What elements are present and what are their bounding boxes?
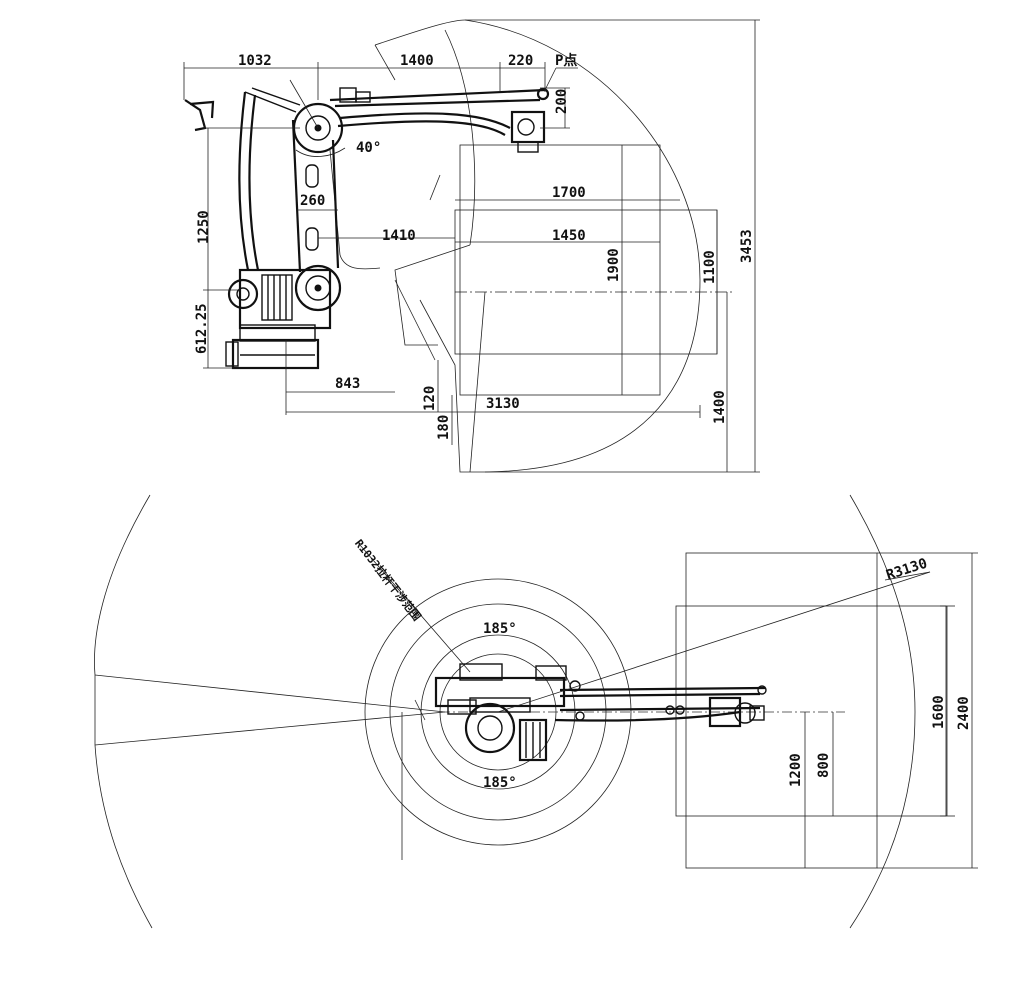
lower-joint — [294, 264, 342, 312]
dim-1200: 1200 — [788, 753, 804, 787]
dim-2400: 2400 — [956, 696, 972, 730]
side-dimension-labels: 1032 1400 220 P点 200 40° 260 1250 1410 1… — [194, 52, 755, 440]
wrist — [510, 110, 546, 144]
dim-1032: 1032 — [238, 53, 272, 69]
dim-120: 120 — [422, 386, 438, 411]
dim-220: 220 — [508, 53, 533, 69]
robot-base — [231, 338, 320, 370]
top-dimension-lines — [359, 544, 978, 869]
dim-1900: 1900 — [606, 248, 622, 282]
angle-185-bottom: 185° — [483, 775, 517, 791]
dim-1400-top: 1400 — [400, 53, 434, 69]
side-dimension-lines — [183, 19, 760, 473]
top-robot-arm — [434, 663, 767, 762]
side-view: 1032 1400 220 P点 200 40° 260 1250 1410 1… — [183, 19, 760, 473]
dim-3453: 3453 — [739, 229, 755, 263]
dim-612-25: 612.25 — [194, 303, 210, 354]
dim-3130: 3130 — [486, 396, 520, 412]
top-motor — [518, 718, 548, 762]
top-wrist — [708, 696, 742, 728]
angle-40: 40° — [356, 140, 381, 156]
top-dimension-labels: R1032拉杆干涉范围 185° 185° R3130 1600 2400 12… — [352, 537, 972, 791]
dim-200: 200 — [554, 89, 570, 114]
dim-1100: 1100 — [702, 250, 718, 284]
dim-843: 843 — [335, 376, 360, 392]
top-view: R1032拉杆干涉范围 185° 185° R3130 1600 2400 12… — [94, 494, 978, 929]
dim-1400-right: 1400 — [712, 390, 728, 424]
dim-1600: 1600 — [931, 695, 947, 729]
top-work-zones — [440, 552, 947, 869]
top-reach-envelope — [94, 494, 916, 929]
p-point-label: P点 — [555, 52, 577, 69]
dim-1410: 1410 — [382, 228, 416, 244]
dim-260: 260 — [300, 193, 325, 209]
robot-turntable — [238, 268, 332, 330]
side-work-zones — [454, 144, 735, 396]
angle-185-top: 185° — [483, 621, 517, 637]
dim-800: 800 — [816, 753, 832, 778]
dim-180: 180 — [436, 415, 452, 440]
top-rotation-joint — [464, 702, 516, 754]
dim-1700: 1700 — [552, 185, 586, 201]
dim-1450: 1450 — [552, 228, 586, 244]
side-robot-arm — [184, 87, 550, 370]
top-base-body — [434, 676, 566, 708]
interference-label: R1032拉杆干涉范围 — [352, 537, 424, 624]
dim-1250: 1250 — [196, 210, 212, 244]
